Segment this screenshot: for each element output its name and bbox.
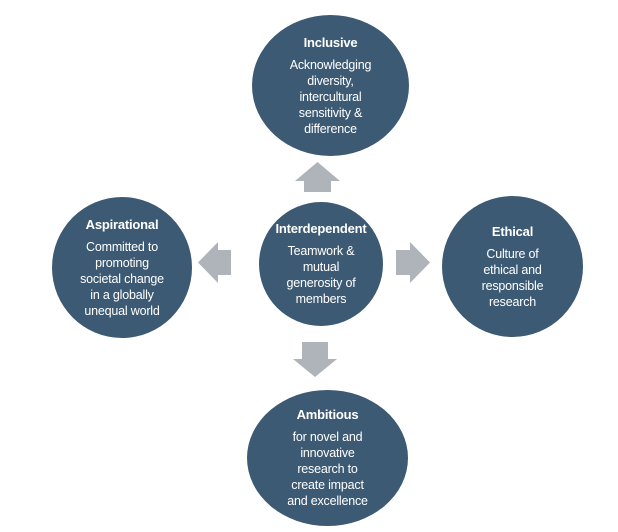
node-inclusive-body: Acknowledging diversity, intercultural s… xyxy=(289,57,372,136)
node-ambitious: Ambitious for novel and innovative resea… xyxy=(247,390,408,526)
node-aspirational: Aspirational Committed to promoting soci… xyxy=(52,197,192,338)
node-interdependent: Interdependent Teamwork & mutual generos… xyxy=(259,202,383,326)
node-aspirational-body: Committed to promoting societal change i… xyxy=(80,239,164,318)
node-interdependent-title: Interdependent xyxy=(275,221,367,236)
node-ethical-body: Culture of ethical and responsible resea… xyxy=(481,246,544,309)
node-ambitious-body: for novel and innovative research to cre… xyxy=(287,430,368,508)
down-arrow-icon xyxy=(293,342,337,377)
node-aspirational-title: Aspirational xyxy=(85,216,159,232)
right-arrow-icon xyxy=(396,242,430,283)
node-ethical: Ethical Culture of ethical and responsib… xyxy=(442,196,583,337)
up-arrow-icon xyxy=(295,162,340,192)
node-ethical-title: Ethical xyxy=(491,223,534,239)
node-inclusive: Inclusive Acknowledging diversity, inter… xyxy=(252,15,409,156)
left-arrow-icon xyxy=(198,242,231,283)
node-interdependent-body: Teamwork & mutual generosity of members xyxy=(286,244,356,306)
node-ambitious-title: Ambitious xyxy=(296,407,359,422)
node-inclusive-title: Inclusive xyxy=(303,34,358,50)
